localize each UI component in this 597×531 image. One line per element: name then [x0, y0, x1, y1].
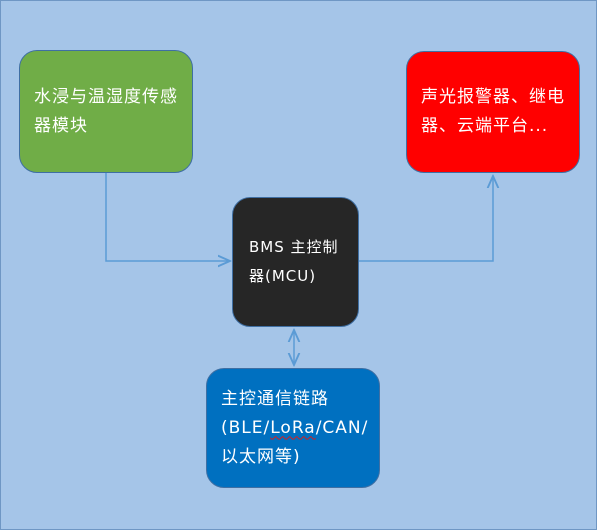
- edge-mcu-to-alarm: [359, 176, 493, 262]
- node-comm-link: 主控通信链路(BLE/LoRa/CAN/以太网等): [206, 368, 380, 488]
- node-link-lora: LoRa: [270, 417, 316, 438]
- node-alarm-text: 声光报警器、继电器、云端平台...: [421, 87, 565, 136]
- edge-sensor-to-mcu: [105, 173, 230, 261]
- node-sensor-text: 水浸与温湿度传感器模块: [34, 86, 178, 136]
- node-alarm-platform: 声光报警器、继电器、云端平台...: [406, 51, 580, 173]
- node-link-text: 主控通信链路(BLE/LoRa/CAN/以太网等): [221, 385, 368, 472]
- node-link-prefix: 主控通信链路(BLE/: [221, 388, 329, 438]
- node-sensor-module: 水浸与温湿度传感器模块: [19, 50, 193, 173]
- node-link-suffix: /CAN/以太网等): [221, 417, 369, 467]
- node-mcu-text: BMS 主控制器(MCU): [249, 238, 339, 285]
- node-bms-mcu: BMS 主控制器(MCU): [232, 197, 359, 327]
